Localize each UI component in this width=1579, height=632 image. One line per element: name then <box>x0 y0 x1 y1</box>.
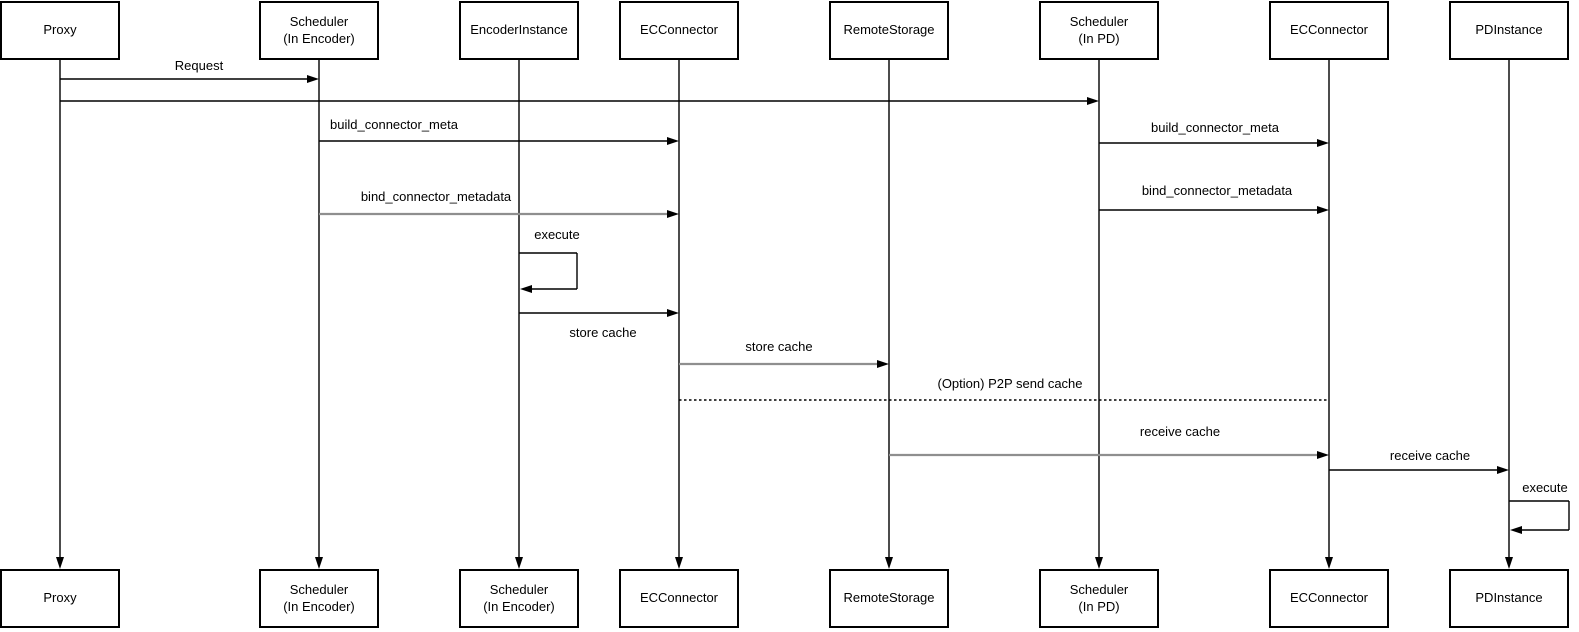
lifeline-arrowhead-scheduler-in-pd <box>1095 557 1103 569</box>
message-arrowhead-build-connector-meta-encoder <box>667 137 679 145</box>
message-arrowhead-receive-cache-to-pd <box>1497 466 1509 474</box>
message-arrowhead-request <box>307 75 319 83</box>
lifeline-arrowhead-encoder-instance <box>515 557 523 569</box>
actor-box-top-ecconnector-encoder: ECConnector <box>619 1 739 60</box>
actor-box-top-pd-instance: PDInstance <box>1449 1 1569 60</box>
message-arrowhead-bind-connector-metadata-pd <box>1317 206 1329 214</box>
message-arrowhead-bind-connector-metadata-encoder <box>667 210 679 218</box>
message-arrowhead-store-cache-to-storage <box>877 360 889 368</box>
message-arrowhead-receive-cache-from-storage <box>1317 451 1329 459</box>
actor-box-top-ecconnector-pd: ECConnector <box>1269 1 1389 60</box>
message-label-build-connector-meta-encoder: build_connector_meta <box>328 117 460 132</box>
message-label-bind-connector-metadata-encoder: bind_connector_metadata <box>358 189 514 204</box>
actor-box-bottom-scheduler-in-pd: Scheduler (In PD) <box>1039 569 1159 628</box>
actor-box-top-remote-storage: RemoteStorage <box>829 1 949 60</box>
message-label-p2p-send-cache: (Option) P2P send cache <box>935 376 1085 391</box>
self-message-arrowhead-execute-encoder <box>520 285 532 293</box>
message-label-execute-encoder: execute <box>532 227 582 242</box>
lifeline-arrowhead-proxy <box>56 557 64 569</box>
actor-box-bottom-remote-storage: RemoteStorage <box>829 569 949 628</box>
actor-box-top-scheduler-in-pd: Scheduler (In PD) <box>1039 1 1159 60</box>
actor-box-top-proxy: Proxy <box>0 1 120 60</box>
actor-box-top-encoder-instance: EncoderInstance <box>459 1 579 60</box>
lifeline-arrowhead-pd-instance <box>1505 557 1513 569</box>
message-label-execute-pd: execute <box>1520 480 1570 495</box>
actor-box-bottom-scheduler-in-encoder: Scheduler (In Encoder) <box>259 569 379 628</box>
message-label-receive-cache-to-pd: receive cache <box>1387 448 1473 463</box>
lifeline-arrowhead-remote-storage <box>885 557 893 569</box>
actor-box-bottom-encoder-instance: Scheduler (In Encoder) <box>459 569 579 628</box>
message-label-request: Request <box>172 58 226 73</box>
actor-box-bottom-ecconnector-pd: ECConnector <box>1269 569 1389 628</box>
message-label-receive-cache-from-storage: receive cache <box>1137 424 1223 439</box>
actor-box-bottom-pd-instance: PDInstance <box>1449 569 1569 628</box>
message-label-store-cache-to-connector: store cache <box>567 325 639 340</box>
actor-box-bottom-ecconnector-encoder: ECConnector <box>619 569 739 628</box>
lifeline-arrowhead-ecconnector-encoder <box>675 557 683 569</box>
message-arrowhead-build-connector-meta-pd <box>1317 139 1329 147</box>
actor-box-top-scheduler-in-encoder: Scheduler (In Encoder) <box>259 1 379 60</box>
message-label-store-cache-to-storage: store cache <box>743 339 815 354</box>
lifeline-arrowhead-scheduler-in-encoder <box>315 557 323 569</box>
message-label-bind-connector-metadata-pd: bind_connector_metadata <box>1139 183 1295 198</box>
self-message-arrowhead-execute-pd <box>1510 526 1522 534</box>
actor-box-bottom-proxy: Proxy <box>0 569 120 628</box>
message-arrowhead-forward-request <box>1087 97 1099 105</box>
message-arrowhead-store-cache-to-connector <box>667 309 679 317</box>
lifeline-arrowhead-ecconnector-pd <box>1325 557 1333 569</box>
message-label-build-connector-meta-pd: build_connector_meta <box>1149 120 1281 135</box>
